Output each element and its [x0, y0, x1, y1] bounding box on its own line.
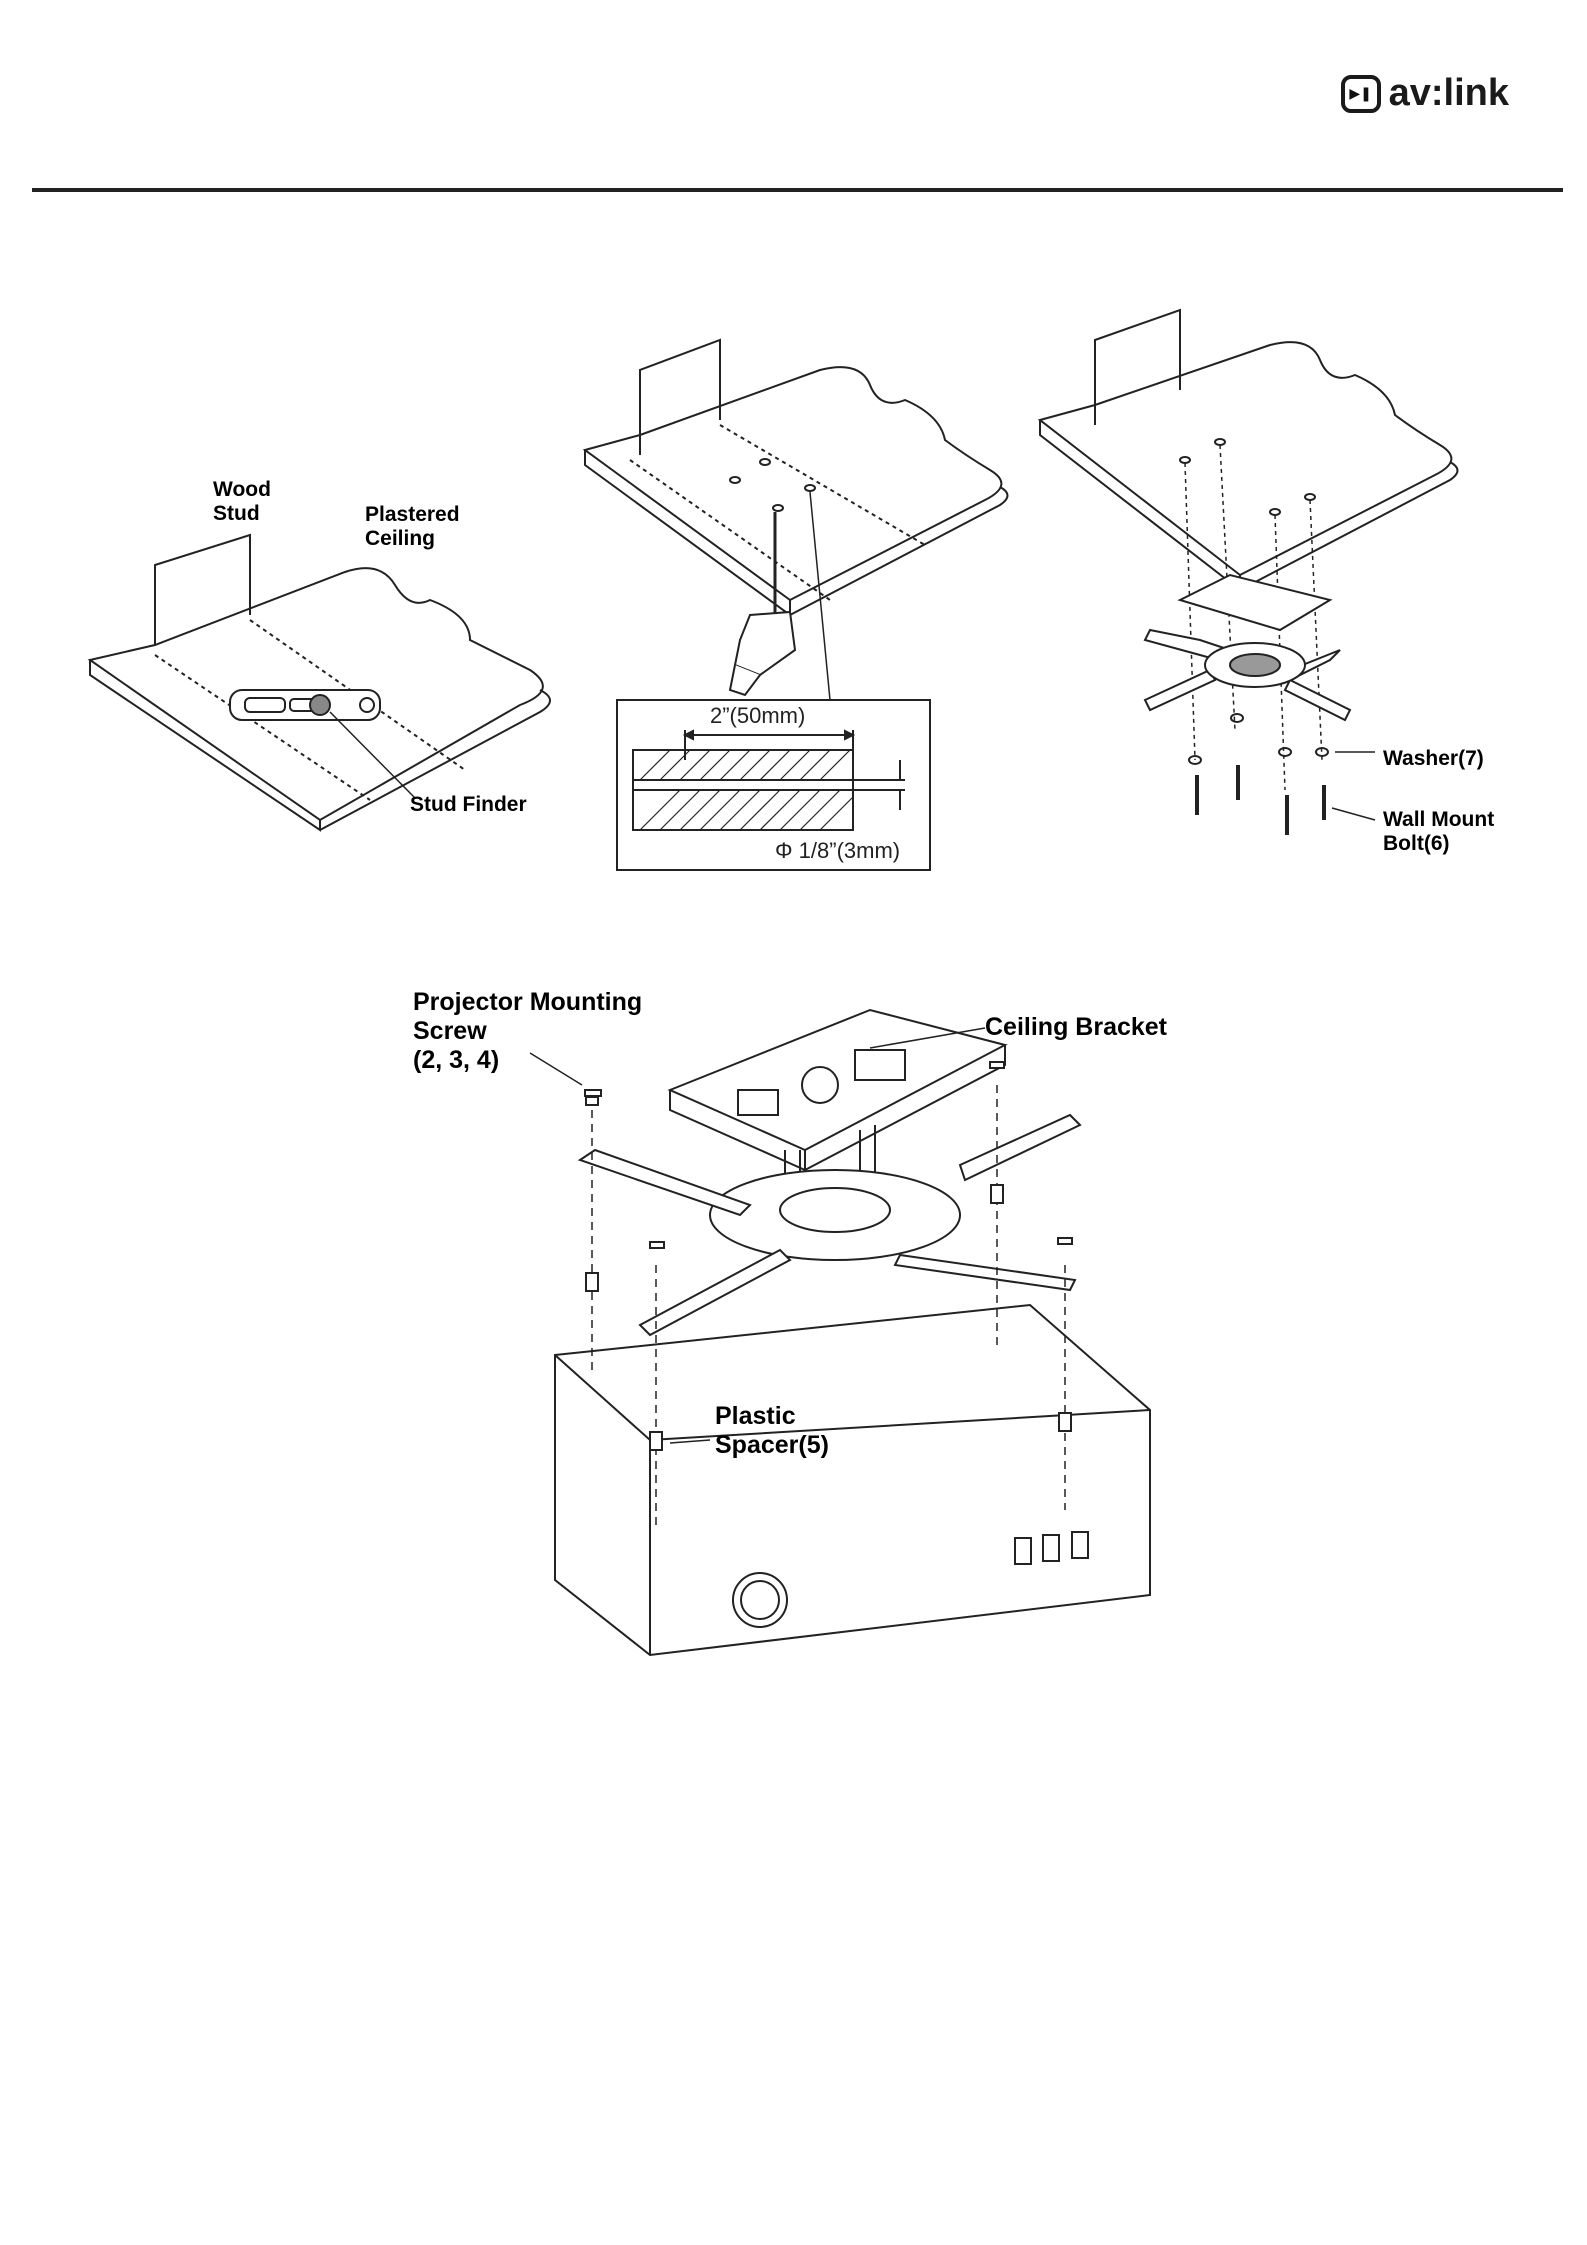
plastered-ceiling-label: Plastered Ceiling: [365, 503, 460, 551]
stud-finder-label: Stud Finder: [410, 793, 527, 817]
depth-dimension: 2”(50mm): [710, 703, 805, 729]
washer-label: Washer(7): [1383, 747, 1484, 771]
figure-stud-finder: [90, 535, 550, 830]
figure-drill: [585, 340, 1008, 870]
plastic-spacer-label: Plastic Spacer(5): [715, 1402, 829, 1460]
wood-stud-label: Wood Stud: [213, 478, 271, 526]
diameter-dimension: Φ 1/8”(3mm): [775, 838, 900, 864]
figure-projector-mount: [530, 1010, 1150, 1655]
ceiling-bracket-label: Ceiling Bracket: [985, 1013, 1167, 1042]
wall-mount-bolt-label: Wall Mount Bolt(6): [1383, 808, 1494, 856]
projector-screw-label: Projector Mounting Screw (2, 3, 4): [413, 988, 642, 1075]
